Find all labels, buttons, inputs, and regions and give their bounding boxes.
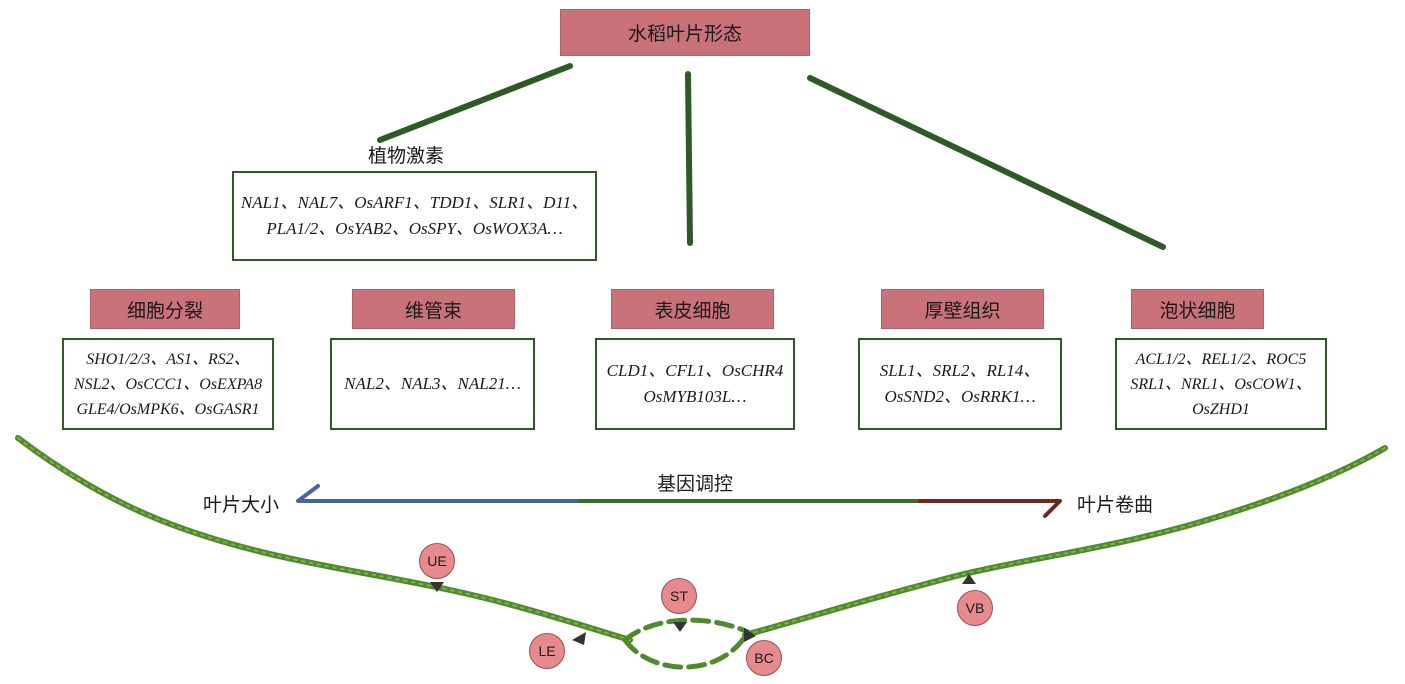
gene-box-vascular-bundle: NAL2、NAL3、NAL21… (330, 338, 535, 430)
gene-line: OsZHD1 (1192, 400, 1250, 418)
gene-line: CLD1、CFL1、OsCHR4 (606, 361, 784, 380)
hormone-gene-box: NAL1、NAL7、OsARF1、TDD1、SLR1、D11、 PLA1/2、O… (232, 171, 597, 261)
bc-pointer (744, 628, 756, 642)
category-label: 表皮细胞 (654, 299, 731, 322)
hormone-genes-line1: NAL1、NAL7、OsARF1、TDD1、SLR1、D11、 (240, 193, 589, 212)
hormone-label: 植物激素 (368, 145, 445, 167)
category-box-bulliform-cell: 泡状细胞 (1131, 289, 1264, 329)
leaf-cross-section (15, 435, 1388, 670)
gene-box-epidermal-cell: CLD1、CFL1、OsCHR4 OsMYB103L… (595, 338, 795, 430)
root-label: 水稻叶片形态 (627, 23, 742, 45)
marker-label: UE (427, 553, 447, 569)
gene-line: GLE4/OsMPK6、OsGASR1 (76, 400, 260, 418)
gene-line: SHO1/2/3、AS1、RS2、 (86, 350, 250, 368)
gene-box-cell-division: SHO1/2/3、AS1、RS2、 NSL2、OsCCC1、OsEXPA8 GL… (62, 338, 274, 430)
regulation-left-label: 叶片大小 (203, 494, 280, 516)
le-pointer (572, 632, 586, 645)
st-pointer (673, 622, 687, 632)
connector-hormone (377, 63, 573, 143)
regulation-right-label: 叶片卷曲 (1077, 494, 1154, 516)
marker-le: LE (529, 633, 565, 669)
category-label: 维管束 (404, 299, 462, 322)
marker-bc: BC (746, 640, 782, 676)
category-label: 泡状细胞 (1159, 299, 1236, 322)
regulation-center-label: 基因调控 (657, 473, 734, 495)
gene-line: NAL2、NAL3、NAL21… (344, 374, 521, 393)
marker-label: ST (670, 588, 688, 604)
ue-pointer (430, 582, 444, 592)
connector-center (685, 71, 693, 246)
gene-box-sclerenchyma: SLL1、SRL2、RL14、 OsSND2、OsRRK1… (858, 338, 1062, 430)
vb-pointer (962, 574, 976, 584)
hormone-genes-line2: PLA1/2、OsYAB2、OsSPY、OsWOX3A… (266, 219, 563, 238)
gene-line: OsMYB103L… (643, 387, 747, 406)
category-label: 细胞分裂 (126, 299, 203, 322)
gene-line: NSL2、OsCCC1、OsEXPA8 (73, 375, 263, 393)
marker-label: BC (754, 650, 774, 666)
gene-line: OsSND2、OsRRK1… (884, 387, 1036, 406)
marker-label: LE (538, 643, 556, 659)
category-box-sclerenchyma: 厚壁组织 (881, 289, 1044, 329)
category-box-epidermal-cell: 表皮细胞 (611, 289, 774, 329)
category-box-vascular-bundle: 维管束 (352, 289, 515, 329)
regulation-arrow (296, 484, 1062, 518)
gene-line: SLL1、SRL2、RL14、 (879, 361, 1041, 380)
marker-ue: UE (419, 543, 455, 579)
marker-label: VB (965, 600, 985, 616)
gene-box-bulliform-cell: ACL1/2、REL1/2、ROC5 SRL1、NRL1、OsCOW1、 OsZ… (1115, 338, 1327, 430)
category-label: 厚壁组织 (924, 299, 1001, 322)
root-node: 水稻叶片形态 (560, 9, 810, 56)
marker-st: ST (661, 578, 697, 614)
category-box-cell-division: 细胞分裂 (90, 289, 240, 329)
gene-line: SRL1、NRL1、OsCOW1、 (1130, 375, 1312, 393)
connector-right (807, 75, 1166, 250)
gene-line: ACL1/2、REL1/2、ROC5 (1135, 350, 1307, 368)
marker-vb: VB (957, 590, 993, 626)
